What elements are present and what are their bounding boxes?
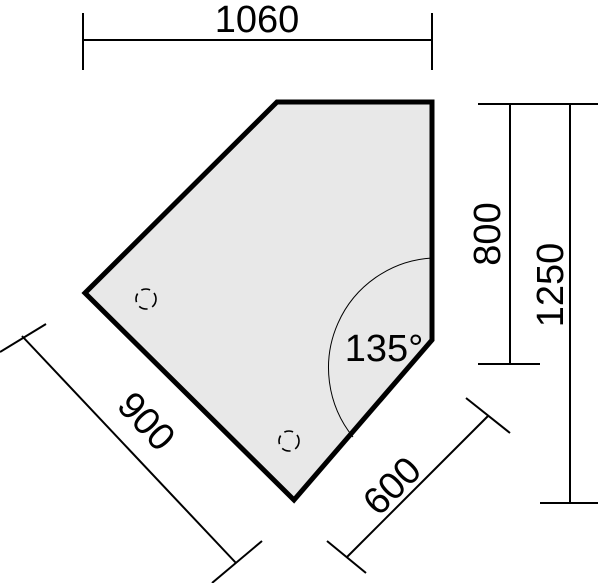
angle-label: 135° bbox=[345, 328, 424, 370]
dimension-right-total bbox=[540, 103, 598, 504]
dimension-lower-right bbox=[326, 397, 511, 574]
desk-top-shape bbox=[81, 99, 435, 504]
dimension-label-lower-left: 900 bbox=[109, 384, 183, 459]
dimension-label-right-upper: 800 bbox=[467, 202, 509, 265]
dimension-top bbox=[82, 13, 433, 70]
dimension-label-right-total: 1250 bbox=[530, 243, 572, 328]
dimension-right-upper bbox=[478, 103, 540, 365]
dimension-lower-left bbox=[0, 323, 263, 583]
dimension-label-lower-right: 600 bbox=[355, 449, 430, 524]
leg-circle-icon bbox=[135, 288, 157, 310]
dimension-label-top: 1060 bbox=[215, 0, 300, 41]
leg-circle-icon bbox=[278, 430, 300, 452]
angle-arc bbox=[328, 257, 433, 438]
